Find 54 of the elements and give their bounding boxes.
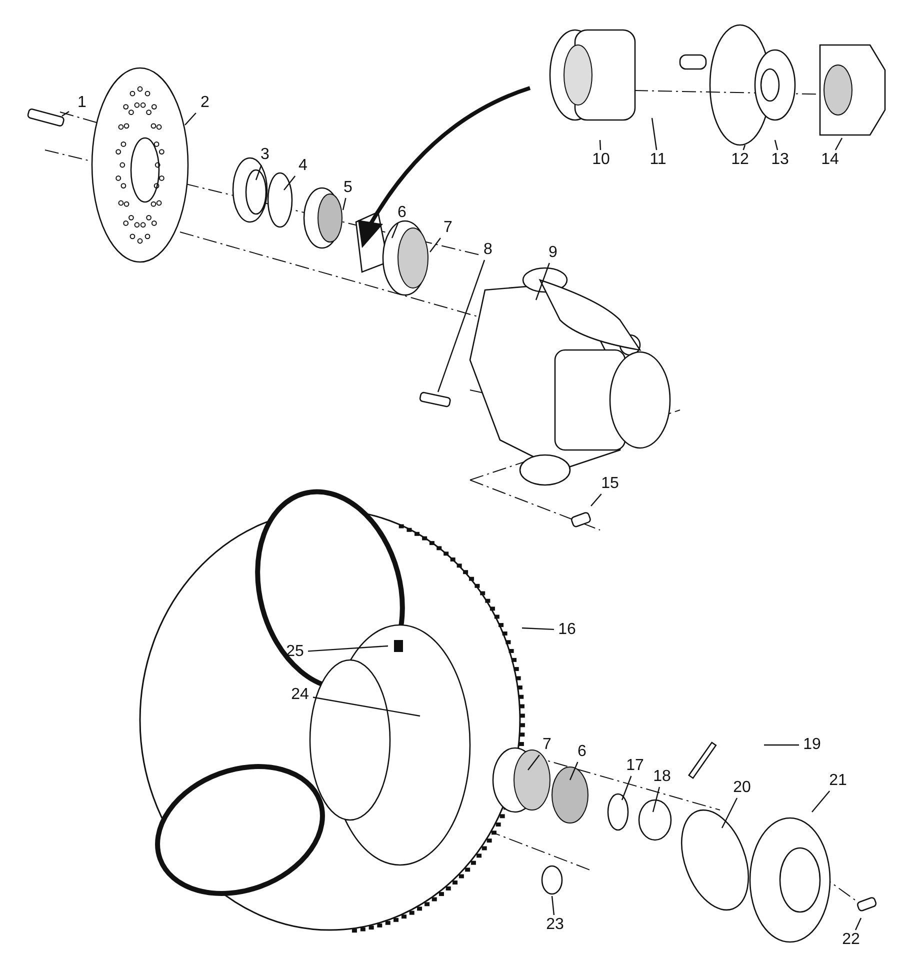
leader-line xyxy=(569,762,578,780)
leader-line xyxy=(834,138,843,150)
callout-number: 7 xyxy=(435,218,461,238)
leader-line xyxy=(621,776,632,800)
callout-number: 19 xyxy=(799,735,825,755)
leader-line xyxy=(308,645,388,652)
leader-line xyxy=(255,164,262,180)
leader-line xyxy=(855,918,862,930)
leader-line xyxy=(391,222,399,238)
leader-line xyxy=(522,627,554,630)
callout-number: 1 xyxy=(69,93,95,113)
callout-number: 2 xyxy=(192,93,218,113)
callout-number: 12 xyxy=(727,150,753,170)
callout-number: 6 xyxy=(389,203,415,223)
leader-line xyxy=(342,198,346,210)
callout-number: 18 xyxy=(649,767,675,787)
callout-number: 22 xyxy=(838,930,864,950)
leader-line xyxy=(590,494,602,506)
leader-line xyxy=(551,896,555,916)
callout-number: 15 xyxy=(597,474,623,494)
leader-line xyxy=(651,118,658,150)
callout-number: 7 xyxy=(534,735,560,755)
leader-line xyxy=(742,144,746,150)
callout-number: 9 xyxy=(540,243,566,263)
callout-number: 16 xyxy=(554,620,580,640)
callout-number: 8 xyxy=(475,240,501,260)
leader-line xyxy=(764,744,799,746)
leader-line xyxy=(312,696,420,717)
callout-number: 14 xyxy=(817,150,843,170)
callout-number: 23 xyxy=(542,915,568,935)
callout-number: 11 xyxy=(645,150,671,170)
leader-line xyxy=(599,140,602,150)
callout-number: 13 xyxy=(767,150,793,170)
callout-number: 21 xyxy=(825,771,851,791)
leader-line xyxy=(652,786,660,812)
leader-line xyxy=(184,112,196,126)
callout-number: 6 xyxy=(569,742,595,762)
callout-number: 5 xyxy=(335,178,361,198)
leader-line xyxy=(535,262,550,300)
leader-line xyxy=(812,790,830,812)
leader-line xyxy=(437,260,486,392)
leader-line xyxy=(721,798,738,828)
leader-line xyxy=(430,238,441,252)
callout-number: 10 xyxy=(588,150,614,170)
callout-number: 4 xyxy=(290,156,316,176)
leader-line xyxy=(528,754,540,770)
callout-number: 3 xyxy=(252,145,278,165)
leader-line xyxy=(62,110,70,116)
callout-number: 25 xyxy=(282,642,308,662)
leader-line xyxy=(284,176,296,190)
callout-number: 20 xyxy=(729,778,755,798)
callout-number: 17 xyxy=(622,756,648,776)
leader-line xyxy=(774,140,778,150)
callout-number: 24 xyxy=(287,685,313,705)
